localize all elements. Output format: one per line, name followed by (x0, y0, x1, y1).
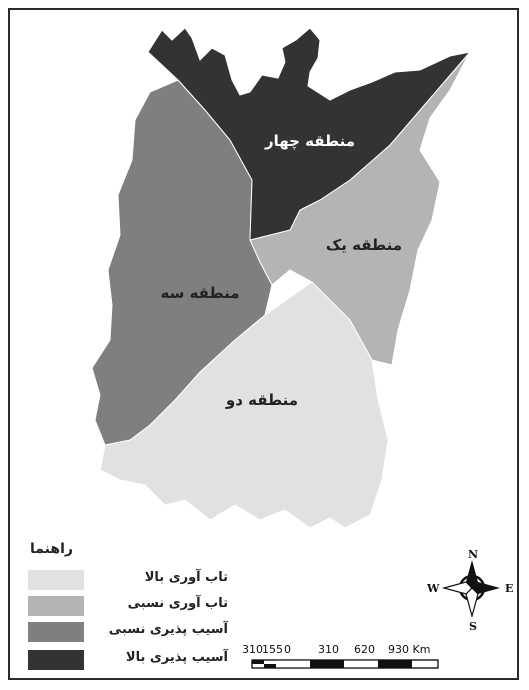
legend-swatch (28, 622, 84, 642)
legend-item: آسیب پذیری نسبی (28, 622, 228, 644)
legend-label: تاب آوری نسبی (127, 596, 228, 611)
legend-label: آسیب پذیری نسبی (108, 622, 228, 637)
legend-item: تاب آوری نسبی (28, 596, 228, 618)
legend-title: راهنما (30, 541, 73, 557)
north-label: N (468, 548, 479, 561)
scale-label: 310 (318, 643, 339, 656)
region-three-label: منطقه سه (161, 284, 240, 302)
scale-label: 930 Km (388, 643, 431, 656)
legend-swatch (28, 650, 84, 670)
legend-item: تاب آوری بالا (28, 570, 228, 592)
region-one-label: منطقه یک (326, 236, 402, 254)
east-label: E (505, 582, 514, 595)
legend-label: آسیب پذیری بالا (125, 650, 228, 665)
region-four-label: منطقه چهار (264, 132, 355, 151)
scale-label: 155 (262, 643, 283, 656)
legend-swatch (28, 596, 84, 616)
west-label: W (427, 582, 440, 595)
region-four[interactable] (147, 27, 472, 241)
legend-item: آسیب پذیری بالا (28, 650, 228, 672)
north-arrow-icon (441, 560, 500, 619)
scale-label: 0 (284, 643, 291, 656)
legend-swatch (28, 570, 84, 590)
scale-label: 310 (242, 643, 263, 656)
scale-bar (251, 659, 439, 669)
region-two-label: منطقه دو (225, 391, 298, 409)
south-label: S (469, 620, 477, 633)
legend-label: تاب آوری بالا (144, 570, 228, 585)
scale-label: 620 (354, 643, 375, 656)
